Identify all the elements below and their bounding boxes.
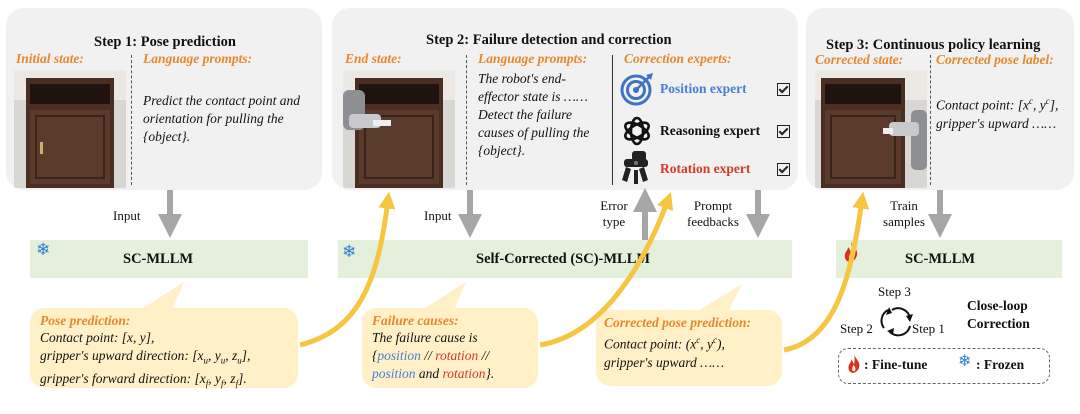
error-type-label: Error type	[600, 198, 628, 229]
prompt-feedbacks-label: Prompt feedbacks	[687, 198, 739, 229]
openai-icon	[620, 114, 654, 148]
step2-title: Step 2: Failure detection and correction	[426, 32, 672, 48]
step2-prompt-text: The robot's end-effector state is …… Det…	[478, 71, 590, 158]
pose-prediction-line1: Contact point: [x, y],	[40, 330, 155, 345]
train-samples-label: Train samples	[883, 198, 925, 229]
reasoning-expert-label: Reasoning expert	[660, 123, 761, 138]
end-state-label: End state:	[345, 51, 402, 66]
corrected-pose-label: Corrected pose label:	[936, 52, 1054, 67]
close-loop-label: Close-loop	[967, 298, 1028, 313]
correction-label: Correction	[967, 316, 1030, 331]
pose-prediction-bubble: Pose prediction: Contact point: [x, y], …	[30, 282, 298, 388]
rotation-expert-checkbox[interactable]	[777, 163, 790, 176]
corrected-state-image	[815, 70, 927, 188]
pose-prediction-line2: gripper's upward direction: [xu, yu, zu]…	[40, 348, 251, 366]
step1-mllm-bar	[30, 240, 308, 278]
step1-title: Step 1: Pose prediction	[94, 34, 236, 50]
cycle-step2-label: Step 2	[840, 321, 873, 336]
step2-input-label: Input	[424, 208, 452, 223]
step1-language-prompts-label: Language prompts:	[143, 51, 253, 66]
step2-language-prompts-label: Language prompts:	[478, 51, 588, 66]
flame-icon	[846, 354, 862, 374]
failure-to-feedback-arrow	[539, 192, 674, 348]
position-expert-checkbox[interactable]	[777, 83, 790, 96]
failure-causes-line2: {position // rotation //	[372, 348, 490, 363]
step2-mllm-bar	[338, 240, 792, 278]
corrected-pose-label-text: Contact point: [xc, yc], gripper's upwar…	[936, 96, 1059, 131]
initial-state-label: Initial state:	[16, 51, 84, 66]
step3-title: Step 3: Continuous policy learning	[826, 37, 1041, 53]
step1-divider	[131, 55, 132, 185]
snowflake-icon: ❄	[342, 242, 357, 261]
snowflake-icon: ❄	[958, 353, 972, 370]
legend-box	[838, 348, 1050, 384]
legend-finetune-label: : Fine-tune	[864, 357, 928, 372]
correction-experts-label: Correction experts:	[624, 51, 732, 66]
corrected-pose-line1: Contact point: (xc, yc),	[604, 335, 725, 352]
pose-to-end-state-arrow	[299, 191, 396, 348]
step1-prompt-text: Predict the contact point and orientatio…	[143, 93, 300, 144]
legend-frozen-label: : Frozen	[976, 357, 1025, 372]
step2-mllm-label: Self-Corrected (SC)-MLLM	[476, 251, 651, 267]
step1-input-label: Input	[113, 208, 141, 223]
step3-mllm-bar	[836, 240, 1062, 278]
initial-state-image	[14, 70, 126, 188]
pose-prediction-title: Pose prediction:	[40, 313, 131, 328]
step3-mllm-label: SC-MLLM	[905, 251, 976, 267]
corrected-label-line2: gripper's upward ……	[936, 115, 1057, 131]
corrected-to-state-arrow	[783, 191, 870, 353]
robot-gripper-icon	[618, 150, 656, 188]
snowflake-icon: ❄	[36, 240, 51, 259]
rotation-expert-label: Rotation expert	[660, 161, 751, 176]
step3-divider	[930, 55, 931, 185]
target-icon	[620, 72, 654, 106]
failure-causes-title: Failure causes:	[372, 313, 459, 328]
cycle-step3-label: Step 3	[878, 284, 911, 299]
step2-divider	[466, 55, 467, 185]
corrected-pose-prediction-bubble: Corrected pose prediction: Contact point…	[596, 284, 782, 386]
corrected-label-line1: Contact point: [x	[936, 97, 1029, 113]
reasoning-expert-checkbox[interactable]	[777, 125, 790, 138]
pose-prediction-line3: gripper's forward direction: [xf, yf, zf…	[40, 370, 247, 389]
end-state-image	[343, 70, 455, 188]
step1-mllm-label: SC-MLLM	[123, 251, 194, 267]
close-loop-cycle-icon	[880, 307, 913, 337]
failure-causes-line1: The failure cause is	[372, 330, 478, 345]
corrected-pose-prediction-title: Corrected pose prediction:	[604, 315, 751, 330]
cycle-step1-label: Step 1	[912, 321, 945, 336]
failure-causes-line3: position and rotation}.	[372, 366, 495, 381]
position-expert-label: Position expert	[660, 81, 747, 96]
corrected-state-label: Corrected state:	[815, 52, 904, 67]
step2-experts-divider	[612, 55, 613, 185]
failure-causes-bubble: Failure causes: The failure cause is {po…	[362, 282, 538, 388]
corrected-pose-line2: gripper's upward ……	[604, 354, 725, 370]
